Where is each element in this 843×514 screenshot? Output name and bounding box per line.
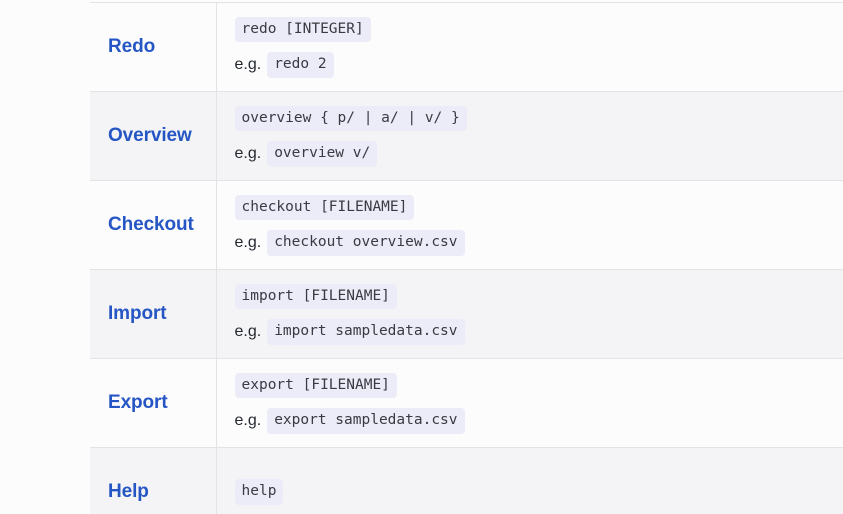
command-detail-cell: import [FILENAME] e.g. import sampledata.c… [216,269,843,359]
example-label: e.g. [234,233,262,251]
command-name-label: Help [108,481,149,503]
command-detail-cell: help [216,447,843,514]
command-example-line: e.g. redo 2 [235,52,843,78]
command-syntax-line: checkout [FILENAME] [234,194,843,220]
table-row: Export export [FILENAME] e.g. export sample… [90,358,843,448]
command-name-cell: Overview [90,91,217,181]
table-row: Import import [FILENAME] e.g. import sample… [90,269,843,359]
example-label: e.g. [234,55,262,73]
command-name-label: Redo [108,36,156,58]
command-name-label: Export [108,392,168,414]
command-syntax-code: checkout [FILENAME] [234,194,415,220]
command-example-line: e.g. checkout overview.csv [235,230,843,256]
command-example-code: checkout overview.csv [267,230,465,256]
command-syntax-line: import [FILENAME] [234,283,843,309]
command-detail-lines: help [234,479,843,505]
command-syntax-code: import [FILENAME] [234,283,397,309]
command-detail-lines: export [FILENAME] e.g. export sampledata.c… [234,372,843,434]
command-name-cell: Redo [90,2,217,92]
command-syntax-line: export [FILENAME] [234,372,843,398]
command-detail-cell: redo [INTEGER] e.g. redo 2 [216,2,843,92]
command-detail-lines: redo [INTEGER] e.g. redo 2 [234,16,843,78]
command-syntax-code: export [FILENAME] [234,372,397,398]
command-detail-lines: checkout [FILENAME] e.g. checkout overview… [234,194,843,256]
command-detail-cell: overview { p/ | a/ | v/ } e.g. overview v/ [216,91,843,181]
command-example-line: e.g. export sampledata.csv [235,408,843,434]
command-syntax-line: help [234,479,843,505]
example-label: e.g. [234,411,262,429]
command-syntax-code: help [234,479,284,505]
command-name-cell: Help [90,447,217,514]
command-name-cell: Export [90,358,217,448]
command-summary-table: Redo redo [INTEGER] e.g. redo 2 Overview over… [90,2,843,514]
command-name-label: Overview [108,125,192,147]
command-syntax-code: overview { p/ | a/ | v/ } [234,105,467,131]
command-detail-lines: overview { p/ | a/ | v/ } e.g. overview v/ [234,105,843,167]
command-example-code: overview v/ [267,141,378,167]
command-example-line: e.g. overview v/ [235,141,843,167]
command-detail-cell: export [FILENAME] e.g. export sampledata.c… [216,358,843,448]
command-example-code: import sampledata.csv [267,319,465,345]
command-name-cell: Import [90,269,217,359]
table-row: Help help [90,447,843,514]
command-example-code: export sampledata.csv [267,408,465,434]
table-row: Redo redo [INTEGER] e.g. redo 2 [90,2,843,92]
command-table-body: Redo redo [INTEGER] e.g. redo 2 Overview over… [90,2,843,514]
command-detail-lines: import [FILENAME] e.g. import sampledata.c… [234,283,843,345]
command-example-line: e.g. import sampledata.csv [235,319,843,345]
command-syntax-code: redo [INTEGER] [234,16,371,42]
example-label: e.g. [234,322,262,340]
command-name-label: Checkout [108,214,194,236]
example-label: e.g. [234,144,262,162]
command-syntax-line: overview { p/ | a/ | v/ } [234,105,843,131]
command-name-label: Import [108,303,167,325]
command-name-cell: Checkout [90,180,217,270]
command-syntax-line: redo [INTEGER] [234,16,843,42]
command-example-code: redo 2 [267,52,334,78]
command-detail-cell: checkout [FILENAME] e.g. checkout overview… [216,180,843,270]
